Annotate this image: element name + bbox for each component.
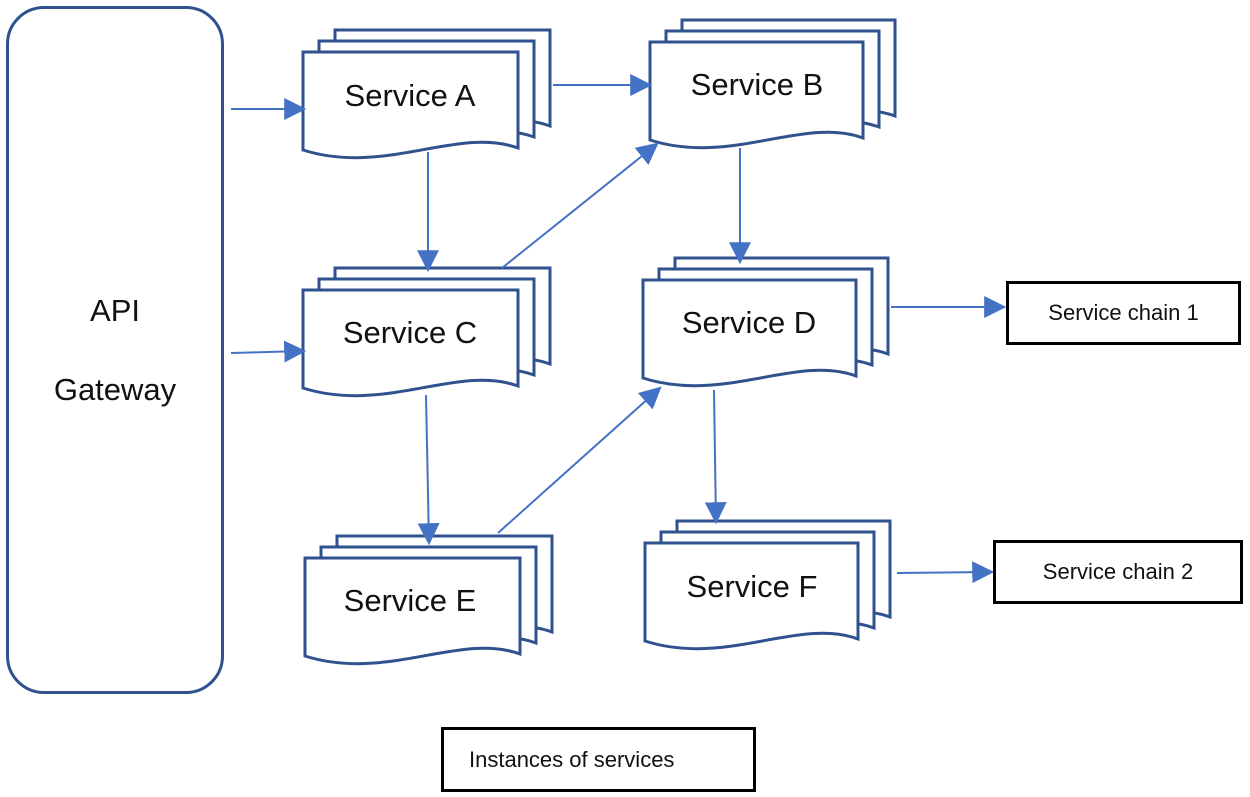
api-gateway-label-line2: Gateway [53, 372, 177, 407]
arrow-gateway-to-c [230, 340, 307, 363]
service-f-label: Service F [686, 569, 818, 604]
service-a-label: Service A [344, 78, 476, 113]
arrow-d-to-f [704, 389, 727, 525]
arrow-e-to-d [497, 386, 662, 534]
arrow-f-to-chain2 [896, 561, 995, 584]
service-c-label: Service C [342, 315, 478, 350]
service-a-stack [301, 28, 552, 160]
legend-label: Instances of services [469, 746, 675, 772]
arrow-c-to-b [501, 142, 659, 269]
service-b-stack [648, 18, 897, 150]
service-e-stack [303, 534, 554, 666]
legend-box: Instances of services [441, 727, 756, 792]
service-d-stack [641, 256, 890, 388]
service-b-instance-3 [648, 40, 865, 150]
service-chain-1-label: Service chain 1 [1048, 300, 1199, 325]
service-c-stack [301, 266, 552, 398]
service-chain-1-box: Service chain 1 [1006, 281, 1241, 345]
service-c-instance-3 [301, 288, 520, 398]
service-d-label: Service D [681, 305, 817, 340]
service-e-label: Service E [343, 583, 477, 618]
arrow-c-to-e [417, 394, 440, 546]
service-b-label: Service B [690, 67, 824, 102]
service-f-instance-3 [643, 541, 860, 651]
service-d-instance-3 [641, 278, 858, 388]
service-chain-2-label: Service chain 2 [1042, 559, 1194, 584]
api-gateway: API Gateway [6, 6, 224, 694]
service-e-instance-3 [303, 556, 522, 666]
api-gateway-label-line1: API [90, 293, 140, 328]
service-chain-2-box: Service chain 2 [993, 540, 1243, 604]
service-a-instance-3 [301, 50, 520, 160]
service-f-stack [643, 519, 892, 651]
